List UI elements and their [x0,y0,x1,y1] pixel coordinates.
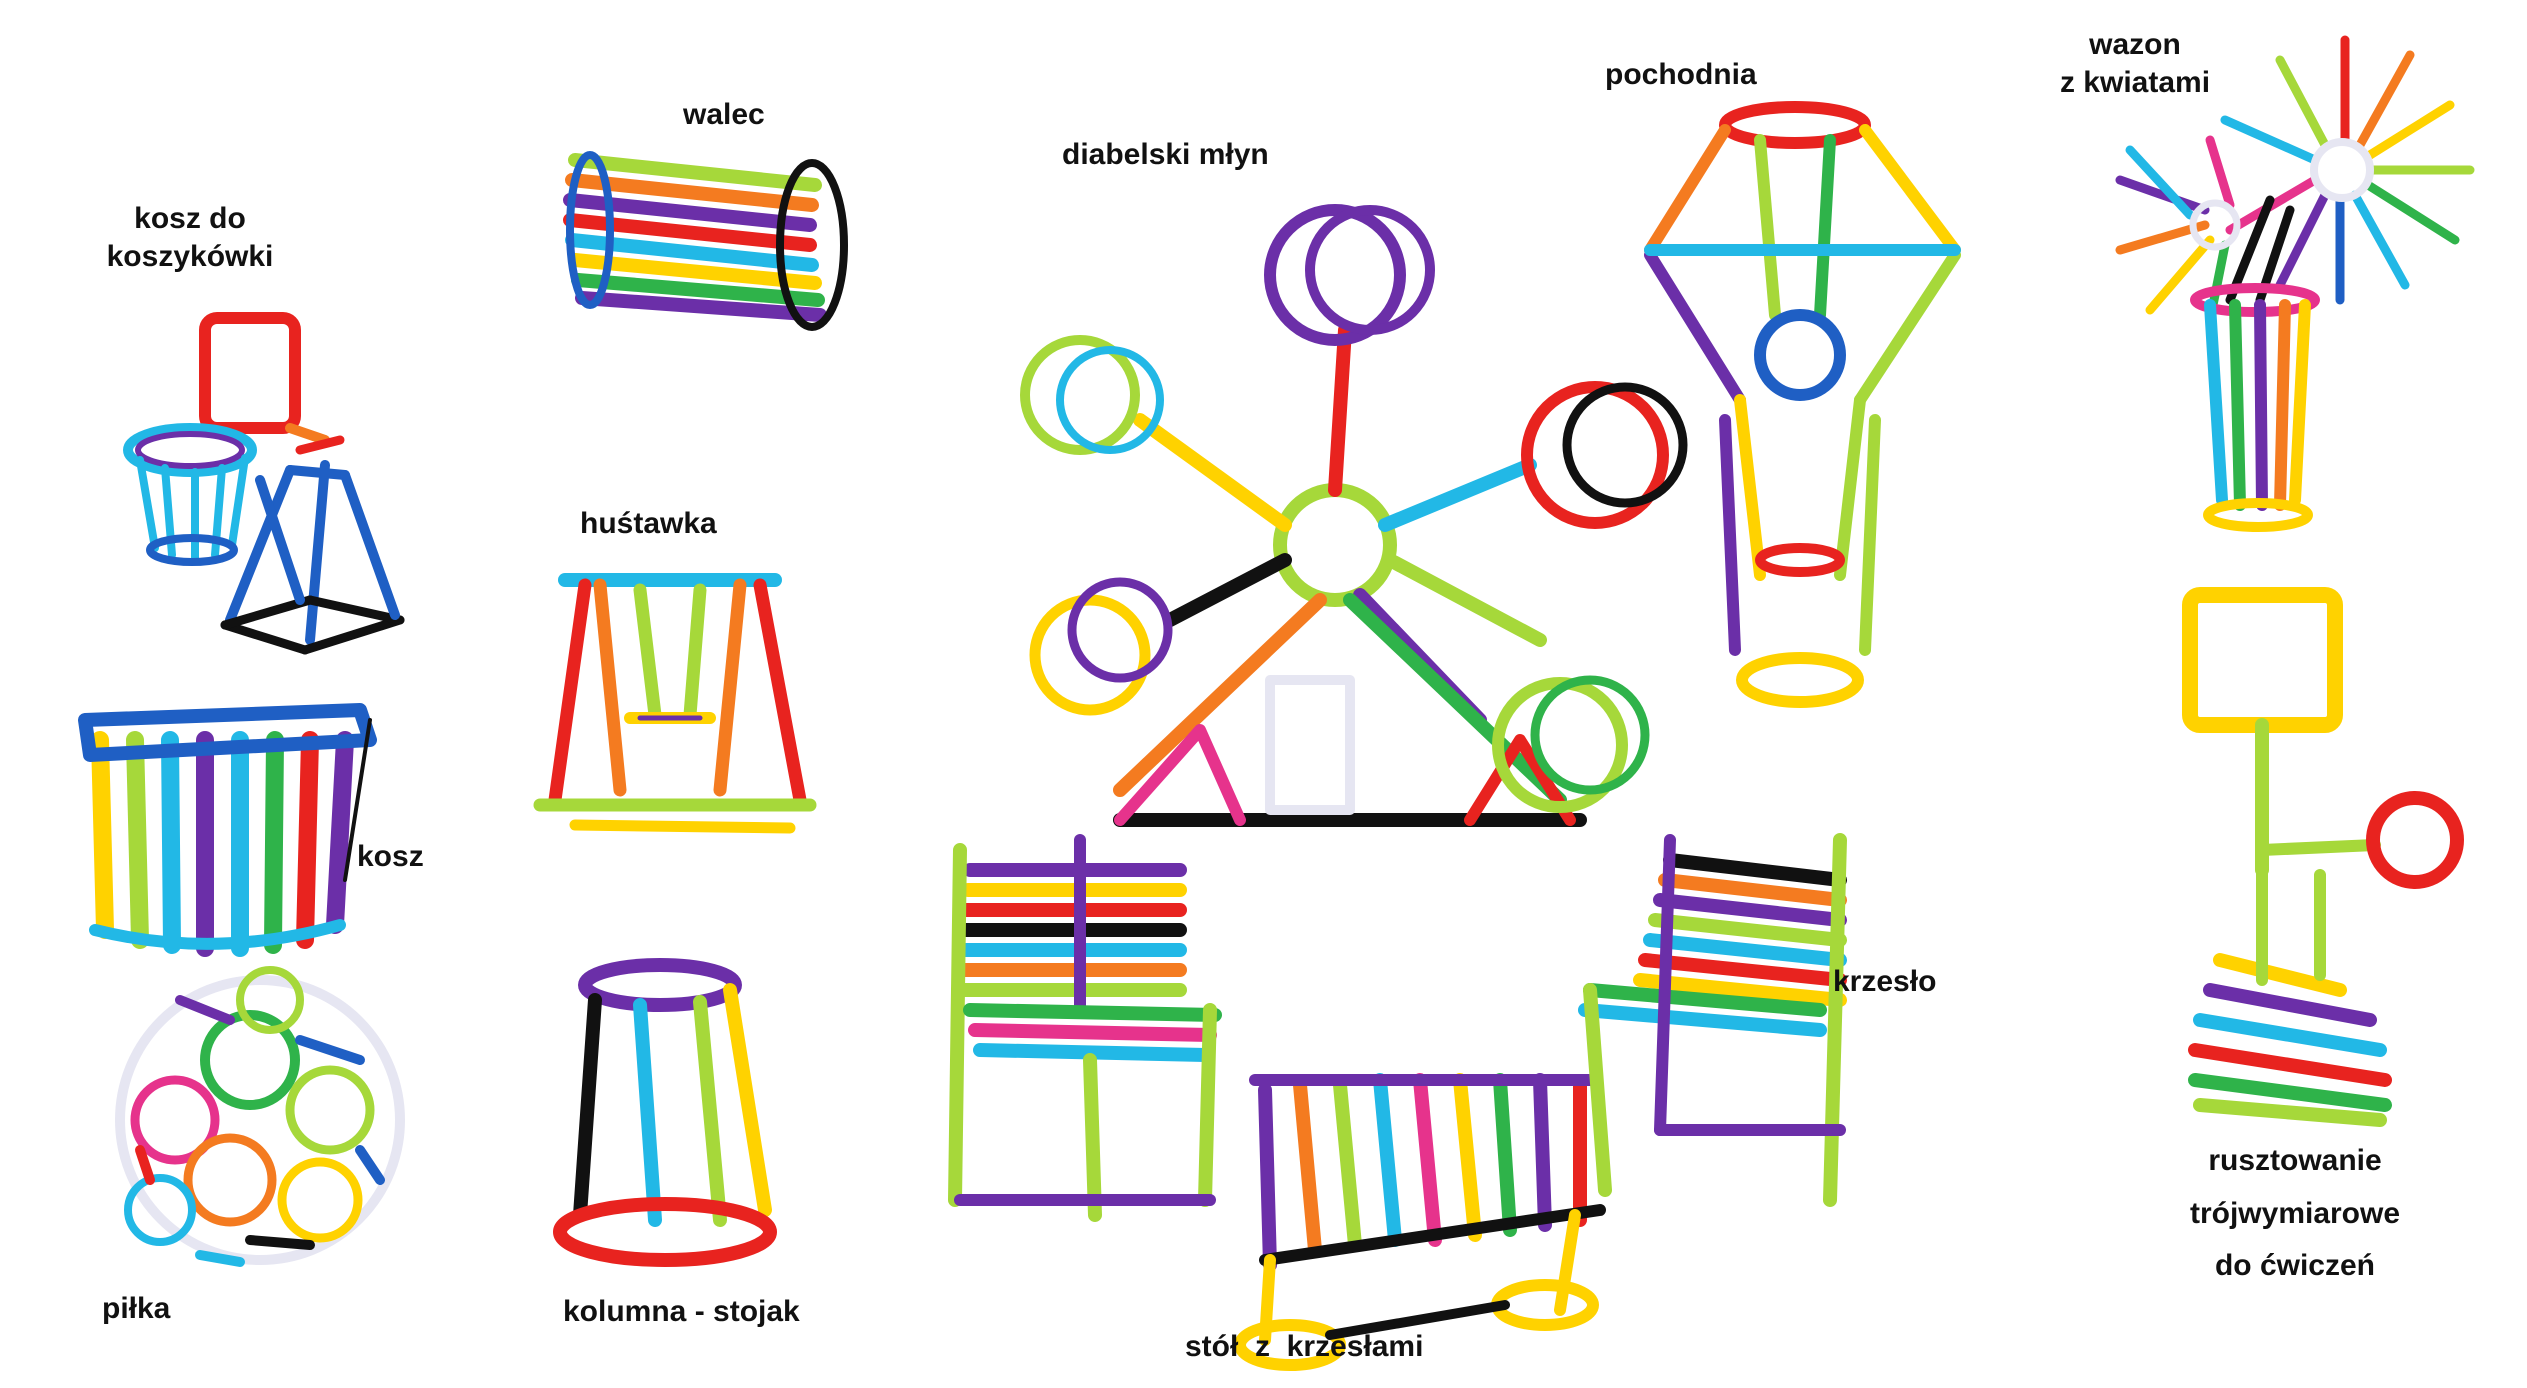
basketball-hoop-model [123,312,405,655]
label-stol-z-krzeslami: stół z krzesłami [1185,1330,1424,1363]
exercise-scaffold-model [2182,587,2464,1127]
label-wazon: wazon z kwiatami [2059,28,2211,99]
label-kosz: kosz [357,840,424,873]
ferris-wheel-model [1020,204,1688,827]
table-with-chairs-model [948,833,1847,1371]
column-stand-model [553,958,777,1267]
label-walec: walec [683,98,765,131]
cylinder-model [563,151,848,331]
label-rusztowanie: rusztowanie trójwymiarowe do ćwiczeń [2189,1144,2401,1282]
label-krzeslo: krzesło [1833,965,1937,998]
label-kolumna-stojak: kolumna - stojak [563,1295,800,1328]
label-hustawka: huśtawka [580,507,717,540]
ball-model [115,966,405,1267]
basket-model [78,703,377,957]
label-diabelski-mlyn: diabelski młyn [1062,138,1269,171]
label-kosz-do-koszykowki: kosz do koszykówki [106,202,274,273]
torch-model [1644,101,1961,708]
vase-with-flowers-model [2115,35,2475,532]
label-pilka: piłka [102,1292,171,1325]
label-pochodnia: pochodnia [1605,58,1757,91]
swing-model [533,573,817,834]
